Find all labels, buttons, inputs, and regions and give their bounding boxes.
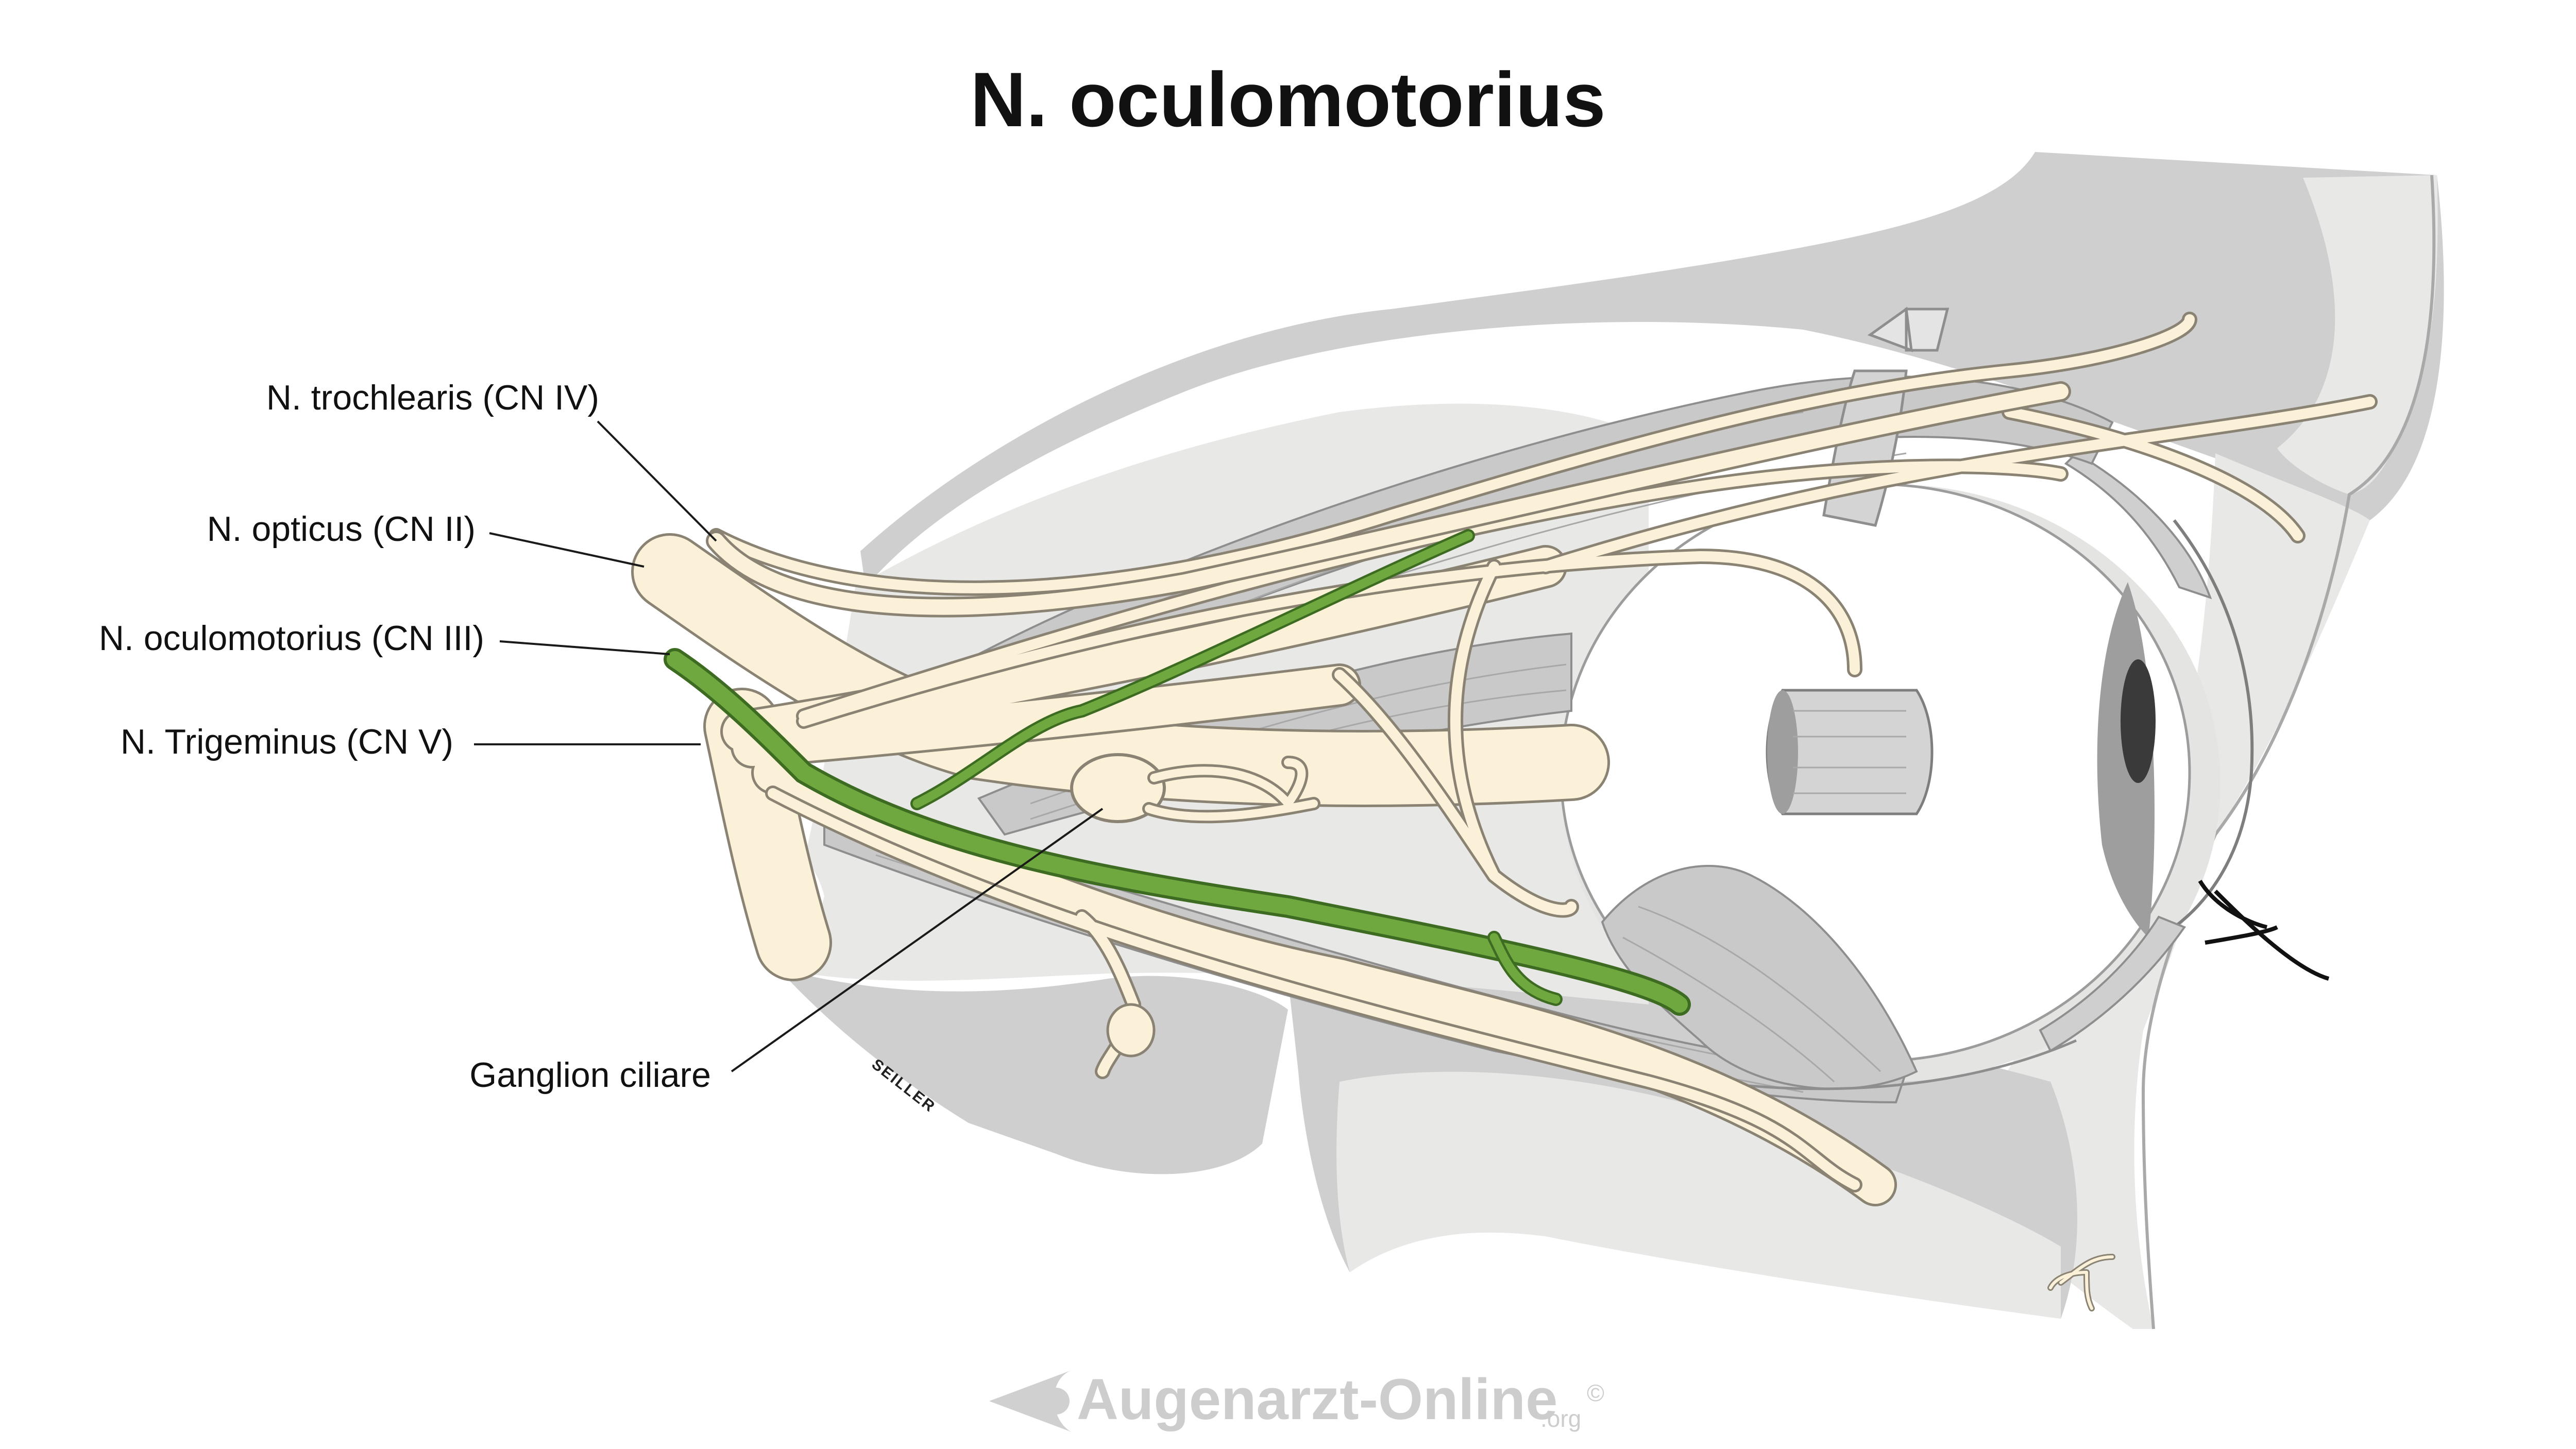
pupil-icon: [2121, 659, 2156, 783]
label-oculomotorius: N. oculomotorius (CN III): [99, 619, 484, 658]
eye-logo-pupil: [1043, 1388, 1070, 1414]
lower-eyelid: [2039, 915, 2187, 1052]
thin-branches: [708, 312, 2378, 1192]
trigeminal-branch: [723, 548, 1894, 1204]
orbit-floor: [778, 968, 1288, 1174]
label-opticus: N. opticus (CN II): [207, 509, 476, 549]
orbit-roof: [860, 152, 2444, 587]
oculomotor-nerve: [664, 529, 1691, 1016]
watermark-tld: .org: [1540, 1405, 1581, 1432]
watermark-copyright: ©: [1587, 1379, 1604, 1406]
trochlear-nerve: [708, 384, 2069, 615]
small-vessel-fill: [2049, 1255, 2114, 1310]
oculomotor-nerve-trunk: [667, 651, 1688, 1013]
labels: N. trochlearis (CN IV) N. opticus (CN II…: [99, 378, 1104, 1095]
ciliary-ganglion: [1070, 753, 1166, 823]
oculomotor-inferior-branch: [1489, 933, 1561, 1004]
label-trochlearis: N. trochlearis (CN IV): [266, 378, 599, 417]
eyelash-icon: [2198, 879, 2330, 981]
cornea: [2173, 519, 2254, 929]
page-title: N. oculomotorius: [970, 56, 1605, 143]
leader-trochlearis: [597, 420, 717, 542]
label-trigeminus: N. Trigeminus (CN V): [121, 722, 453, 761]
oculomotor-superior-branch: [912, 531, 1473, 808]
trochlea: [1867, 306, 1950, 352]
optic-nerve: [634, 536, 1607, 805]
watermark-text: Augenarzt-Online: [1077, 1367, 1557, 1431]
watermark-logo: Augenarzt-Online .org ©: [989, 1367, 1604, 1432]
optic-stump-end: [1767, 690, 1798, 814]
orbit-rim-line: [2141, 175, 2436, 1329]
leader-opticus: [489, 532, 645, 568]
label-ganglion: Ganglion ciliare: [469, 1055, 711, 1095]
leader-ganglion: [731, 808, 1104, 1072]
upper-eyelid: [2064, 452, 2212, 600]
orbit-floor-inner: [1336, 1071, 2061, 1319]
pterygopalatine-ganglion: [1106, 1003, 1156, 1058]
eye-logo-icon: [989, 1370, 1072, 1432]
leader-oculomotorius: [499, 640, 670, 655]
cranial-nerves: [631, 312, 2378, 1206]
